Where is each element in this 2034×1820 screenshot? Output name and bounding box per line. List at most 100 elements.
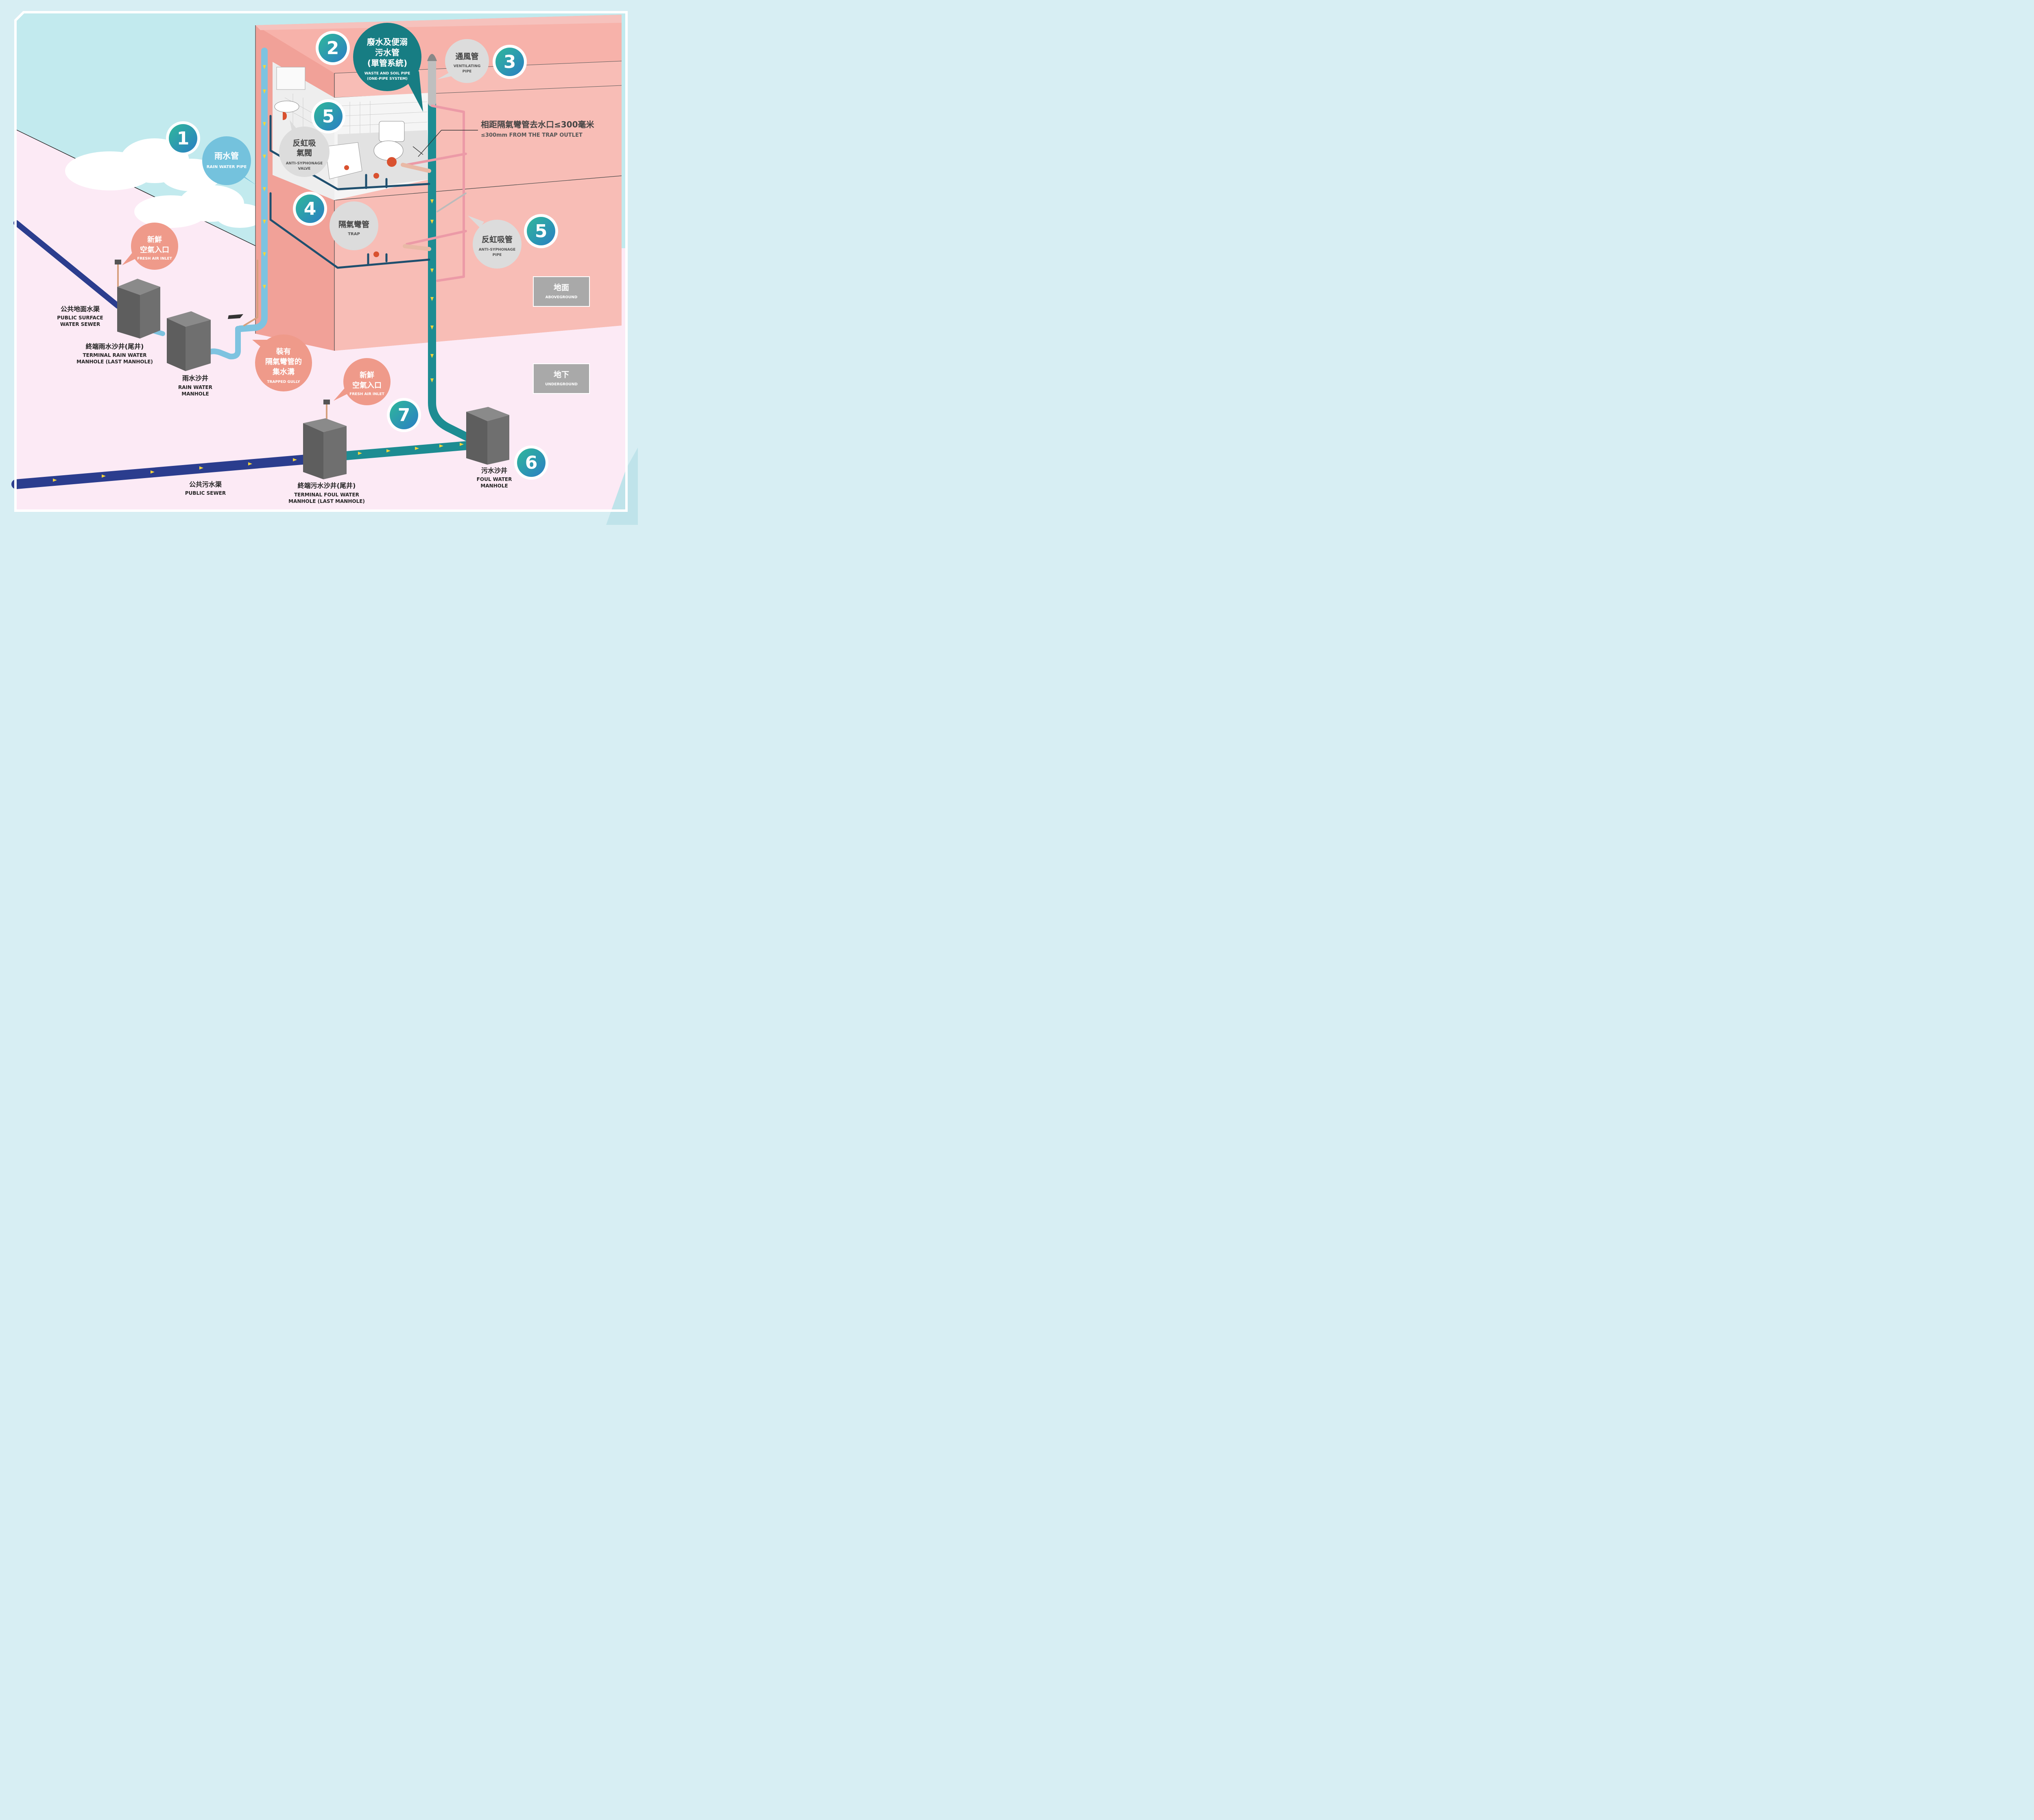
anti-syphonage-branch-upper (406, 153, 467, 166)
aboveground-en: ABOVEGROUND (546, 295, 578, 299)
waste-soil-pipe-bubble (353, 23, 421, 91)
anti-syphonage-branch-lower (406, 230, 467, 245)
badge-5-pipe: 5 (535, 221, 548, 242)
waste-soil-zh-2: 污水管 (375, 48, 399, 57)
drainage-diagram: 1 2 3 4 5 5 6 7 雨水管 RAIN WATER PIPE 廢水及便… (0, 0, 638, 525)
trapped-gully-bubble (255, 334, 312, 391)
badge-numbers: 1 2 3 4 5 5 6 7 (177, 38, 548, 473)
bath-trap-icon (344, 165, 349, 170)
anti-syphonage-pipe-bubble (473, 220, 522, 269)
corner-fold (606, 448, 638, 525)
waste-soil-zh-3: (單管系統) (367, 58, 407, 68)
asv-zh-1: 反虹吸 (292, 138, 316, 148)
fai-foul-zh-1: 新鮮 (360, 371, 374, 380)
cloud-2 (134, 185, 264, 228)
toilet-branch (401, 163, 431, 173)
trap-en: TRAP (348, 232, 360, 236)
foul-manhole-en-2: MANHOLE (480, 483, 508, 489)
gully-grating-icon (228, 314, 243, 319)
terminal-rain-manhole-en-1: TERMINAL RAIN WATER (83, 352, 146, 358)
lower-trap-icon (373, 251, 379, 257)
drainage-scene: 1 2 3 4 5 5 6 7 雨水管 RAIN WATER PIPE 廢水及便… (11, 11, 638, 525)
badge-7: 7 (398, 405, 410, 426)
badge-1: 1 (177, 128, 190, 149)
aboveground-box: 地面 ABOVEGROUND (533, 276, 590, 307)
floor-trap-icon (373, 173, 379, 179)
rain-pipe-en: RAIN WATER PIPE (207, 165, 247, 169)
gully-zh-3: 集水溝 (272, 367, 295, 376)
waste-soil-en-1: WASTE AND SOIL PIPE (364, 72, 410, 76)
gully-zh-1: 裝有 (276, 347, 291, 356)
terminal-foul-manhole (303, 418, 347, 479)
trap-distance-zh: 相距隔氣彎管去水口≤300毫米 (481, 120, 595, 129)
asp-zh: 反虹吸管 (482, 235, 513, 244)
rain-pipe-zh: 雨水管 (214, 151, 239, 161)
window (276, 67, 306, 90)
frame-border (14, 11, 628, 512)
lower-branch-pipe (269, 192, 430, 269)
badge-4: 4 (304, 199, 316, 219)
manholes (117, 279, 509, 479)
vent-zh: 通風管 (455, 52, 478, 61)
basin-trap-icon (283, 112, 287, 120)
ground-labels: 公共地面水渠 PUBLIC SURFACE WATER SEWER 終端雨水沙井… (57, 305, 512, 504)
public-sewer-en: PUBLIC SEWER (185, 490, 226, 496)
ground-line (15, 129, 261, 249)
gully-zh-2: 隔氣彎管的 (265, 357, 302, 366)
vent-en-1: VENTILATING (454, 64, 481, 68)
underground-zh: 地下 (554, 370, 569, 379)
trap-distance-indicator (412, 130, 478, 157)
gully-stem (243, 260, 258, 326)
terminal-rain-manhole (117, 279, 160, 339)
asv-zh-2: 氣閥 (297, 148, 312, 157)
toilet-trap-icon (387, 157, 397, 167)
fresh-air-inlet-bubble-foul (343, 358, 391, 405)
bubble-texts: 雨水管 RAIN WATER PIPE 廢水及便溺 污水管 (單管系統) WAS… (137, 37, 515, 396)
ventilating-pipe-bubble (445, 39, 489, 83)
anti-syphonage-valve-bubble (279, 127, 330, 177)
badge-2: 2 (327, 38, 339, 59)
underground-box: 地下 UNDERGROUND (533, 363, 590, 394)
terminal-rain-manhole-en-2: MANHOLE (LAST MANHOLE) (76, 359, 153, 365)
rain-water-pipe-bubble (202, 136, 251, 185)
fai-foul-zh-2: 空氣入口 (352, 381, 382, 390)
waste-soil-zh-1: 廢水及便溺 (367, 37, 408, 47)
public-surface-sewer-zh: 公共地面水渠 (61, 305, 100, 313)
badge-6: 6 (525, 452, 538, 473)
rain-manhole-en-2: MANHOLE (181, 391, 209, 397)
rain-water-manhole (167, 311, 211, 371)
fresh-air-cap-rain (115, 260, 121, 264)
gully-en: TRAPPED GULLY (267, 380, 300, 384)
bathroom-floor (338, 130, 431, 191)
aboveground-zh: 地面 (554, 283, 569, 292)
soil-stack-pipe (428, 98, 472, 441)
public-sewer-pipe (11, 454, 316, 489)
trap-distance-en: ≤300mm FROM THE TRAP OUTLET (481, 132, 583, 138)
asv-en-1: ANTI-SYPHONAGE (286, 162, 323, 166)
roof-edge (255, 15, 622, 30)
callout-bubbles (122, 23, 522, 405)
flow-arrows (53, 65, 464, 482)
terminal-foul-manhole-zh: 終端污水沙井(尾井) (298, 482, 356, 489)
public-surface-water-sewer-pipe (13, 220, 121, 309)
waste-soil-en-2: (ONE-PIPE SYSTEM) (367, 77, 408, 81)
fai-rain-en: FRESH AIR INLET (137, 257, 172, 261)
fai-rain-zh-1: 新鮮 (147, 235, 162, 244)
asp-en-2: PIPE (493, 253, 502, 257)
foul-manhole-zh: 污水沙井 (481, 467, 507, 474)
toilet-bowl (373, 140, 404, 161)
foul-manhole-en-1: FOUL WATER (477, 476, 512, 482)
badge-5-valve: 5 (322, 106, 335, 127)
vent-cowl-icon (427, 54, 437, 61)
terminal-foul-manhole-en-1: TERMINAL FOUL WATER (294, 492, 359, 498)
lower-wc-branch (403, 244, 431, 251)
trap-bubble (330, 201, 378, 250)
terminal-rain-manhole-zh: 終端雨水沙井(尾井) (86, 343, 144, 350)
terminal-foul-manhole-en-2: MANHOLE (LAST MANHOLE) (288, 498, 365, 504)
public-surface-sewer-en-2: WATER SEWER (60, 321, 100, 327)
rain-manhole-en-1: RAIN WATER (178, 385, 212, 390)
asp-en-1: ANTI-SYPHONAGE (479, 248, 516, 252)
toilet-cistern (379, 121, 405, 142)
rain-water-pipe (237, 48, 268, 332)
rain-manhole-zh: 雨水沙井 (182, 374, 208, 382)
